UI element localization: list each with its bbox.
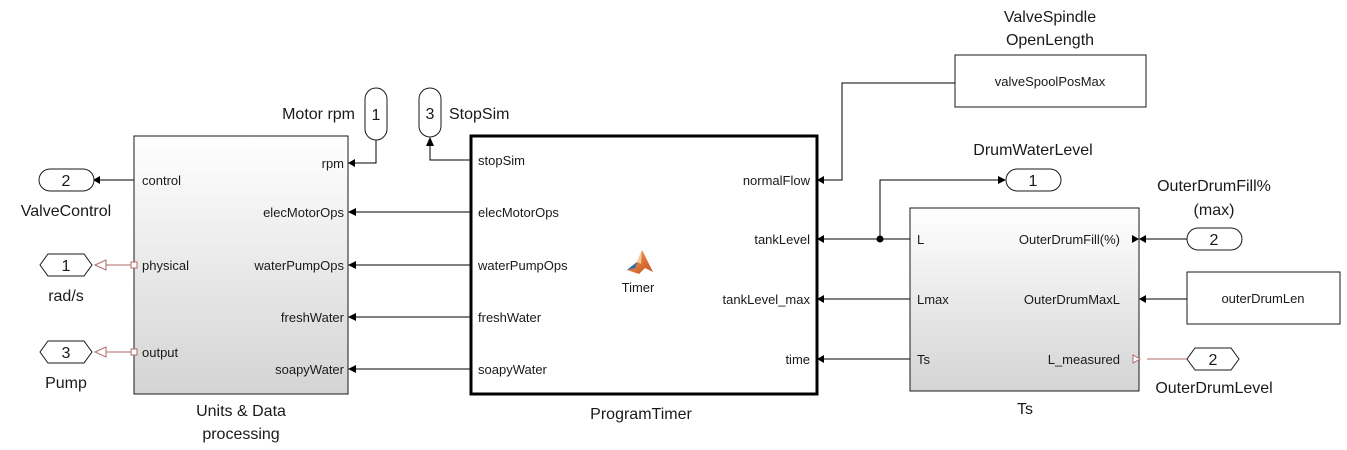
ts-out-OuterDrumMaxL: OuterDrumMaxL	[1024, 292, 1120, 307]
wire-drumWaterLevel[interactable]	[879, 179, 998, 239]
outer-drum-fill-label-line1: OuterDrumFill%	[1157, 178, 1271, 195]
units-out-freshWater: freshWater	[281, 310, 345, 325]
outer-drum-len-label: outerDrumLen	[1221, 291, 1304, 306]
physical-port-marker	[130, 348, 138, 356]
arrowhead	[817, 176, 824, 184]
timer-out-time: time	[785, 352, 810, 367]
valve-spool-pos-max-block[interactable]: valveSpoolPosMax	[954, 54, 1147, 108]
units-out-elecMotorOps: elecMotorOps	[263, 205, 344, 220]
timer-in-freshWater: freshWater	[478, 310, 542, 325]
units-out-rpm: rpm	[322, 156, 344, 171]
stop-sim-outport[interactable]: 3	[418, 87, 442, 138]
outer-drum-fill-num: 2	[1210, 232, 1219, 249]
outer-drum-level-label: OuterDrumLevel	[1155, 380, 1272, 397]
rads-connection-port[interactable]: 1	[39, 253, 107, 277]
timer-block-name: ProgramTimer	[590, 406, 692, 423]
stop-sim-num: 3	[426, 106, 435, 123]
valve-control-outport[interactable]: 2	[38, 168, 95, 192]
ts-block-name: Ts	[1017, 401, 1033, 418]
stop-sim-label: StopSim	[449, 106, 509, 123]
arrowhead	[817, 235, 824, 243]
outer-drum-len-block[interactable]: outerDrumLen	[1186, 271, 1341, 325]
timer-out-normalFlow: normalFlow	[743, 173, 811, 188]
physical-port-marker	[130, 261, 138, 269]
program-timer-block[interactable]: stopSim elecMotorOps waterPumpOps freshW…	[469, 134, 819, 423]
arrowhead	[817, 295, 824, 303]
rads-num: 1	[62, 258, 71, 275]
ts-in-Lmax: Lmax	[917, 292, 949, 307]
units-block-name-line2: processing	[202, 426, 279, 443]
motor-rpm-label: Motor rpm	[282, 106, 355, 123]
timer-in-waterPumpOps: waterPumpOps	[477, 258, 568, 273]
arrowhead	[348, 261, 356, 269]
ts-out-OuterDrumFill: OuterDrumFill(%)	[1019, 232, 1120, 247]
valve-spindle-label-line2: OpenLength	[1006, 32, 1094, 49]
arrowhead	[1139, 235, 1146, 243]
units-in-physical: physical	[142, 258, 189, 273]
valve-control-num: 2	[62, 173, 71, 190]
arrowhead	[348, 365, 356, 373]
valve-spindle-label-line1: ValveSpindle	[1004, 9, 1096, 26]
outer-drum-fill-label-line2: (max)	[1194, 202, 1235, 219]
units-out-soapyWater: soapyWater	[275, 362, 345, 377]
pump-label: Pump	[45, 375, 87, 392]
ts-in-Ts: Ts	[917, 352, 931, 367]
timer-center-label: Timer	[622, 280, 655, 295]
drum-water-level-num: 1	[1029, 173, 1038, 190]
ts-block[interactable]: L Lmax Ts OuterDrumFill(%) OuterDrumMaxL…	[909, 207, 1142, 418]
wire-rpm[interactable]	[348, 140, 377, 164]
arrowhead	[1139, 295, 1146, 303]
outer-drum-level-connection-port[interactable]: 2	[1186, 347, 1240, 371]
units-out-waterPumpOps: waterPumpOps	[253, 258, 344, 273]
timer-out-tankLevel: tankLevel	[754, 232, 810, 247]
timer-out-tankLevel-max: tankLevel_max	[723, 292, 811, 307]
wire-stopSim[interactable]	[429, 146, 471, 161]
physical-port-marker	[1132, 354, 1142, 364]
arrowhead	[348, 159, 355, 167]
outer-drum-fill-inport[interactable]: 2	[1186, 227, 1243, 251]
units-in-output: output	[142, 345, 179, 360]
matlab-function-icon	[627, 250, 653, 274]
ts-out-L-measured: L_measured	[1048, 352, 1120, 367]
arrowhead	[817, 355, 824, 363]
arrowhead	[1132, 235, 1139, 243]
arrowhead	[998, 176, 1006, 184]
units-data-processing-block[interactable]: control physical output rpm elecMotorOps…	[130, 135, 349, 443]
timer-in-elecMotorOps: elecMotorOps	[478, 205, 559, 220]
ts-in-L: L	[917, 232, 924, 247]
wire-normalFlow[interactable]	[824, 82, 955, 181]
timer-in-soapyWater: soapyWater	[478, 362, 548, 377]
units-in-control: control	[142, 173, 181, 188]
outer-drum-level-num: 2	[1209, 352, 1218, 369]
drum-water-level-label: DrumWaterLevel	[973, 142, 1092, 159]
arrowhead	[348, 208, 356, 216]
units-block-name-line1: Units & Data	[196, 403, 286, 420]
wires	[93, 82, 1187, 373]
arrowhead	[426, 137, 434, 146]
pump-num: 3	[62, 345, 71, 362]
motor-rpm-outport[interactable]: 1	[364, 87, 388, 141]
pump-connection-port[interactable]: 3	[39, 340, 107, 364]
timer-in-stopSim: stopSim	[478, 153, 525, 168]
arrowhead	[93, 176, 100, 184]
arrowhead	[348, 313, 356, 321]
drum-water-level-outport[interactable]: 1	[1005, 168, 1062, 192]
motor-rpm-num: 1	[372, 107, 381, 124]
valve-control-label: ValveControl	[21, 203, 111, 220]
rads-label: rad/s	[48, 288, 84, 305]
valve-spool-pos-max-label: valveSpoolPosMax	[995, 74, 1106, 89]
